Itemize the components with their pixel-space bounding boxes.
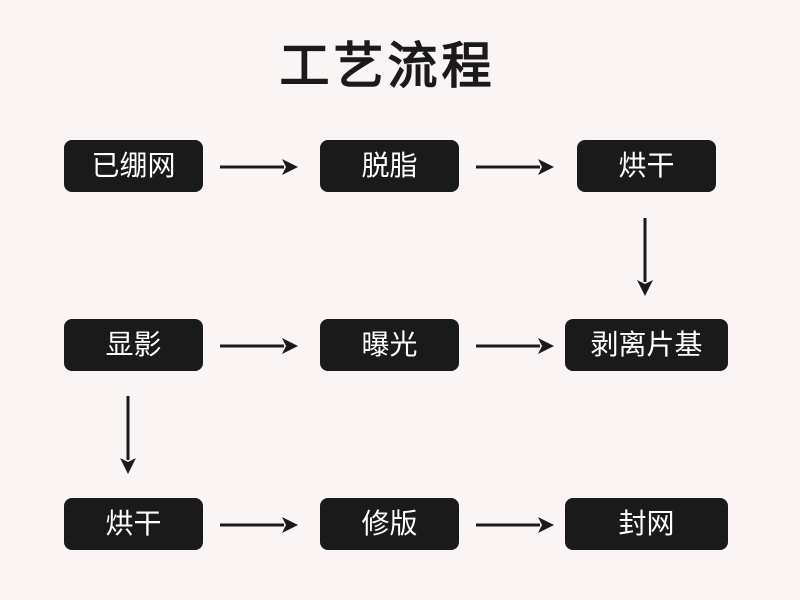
arrow-dry-to-peel — [637, 218, 653, 296]
arrow-develop-to-dry — [120, 396, 136, 474]
arrow-expose-to-peel — [476, 338, 554, 354]
node-seal-mesh: 封网 — [565, 498, 728, 550]
node-expose: 曝光 — [320, 319, 459, 371]
diagram-title: 工艺流程 — [279, 37, 496, 95]
node-peel-film: 剥离片基 — [565, 319, 728, 371]
node-retouch: 修版 — [320, 498, 459, 550]
node-dry-2: 烘干 — [64, 498, 203, 550]
node-dry-1: 烘干 — [577, 140, 716, 192]
arrow-retouch-to-seal — [476, 517, 554, 533]
node-degrease: 脱脂 — [320, 140, 459, 192]
arrow-develop-to-expose — [220, 338, 298, 354]
arrow-dry-to-retouch — [220, 517, 298, 533]
node-develop: 显影 — [64, 319, 203, 371]
arrow-stretch-to-degrease — [220, 159, 298, 175]
arrow-degrease-to-dry — [476, 159, 554, 175]
node-stretch-mesh: 已绷网 — [64, 140, 203, 192]
